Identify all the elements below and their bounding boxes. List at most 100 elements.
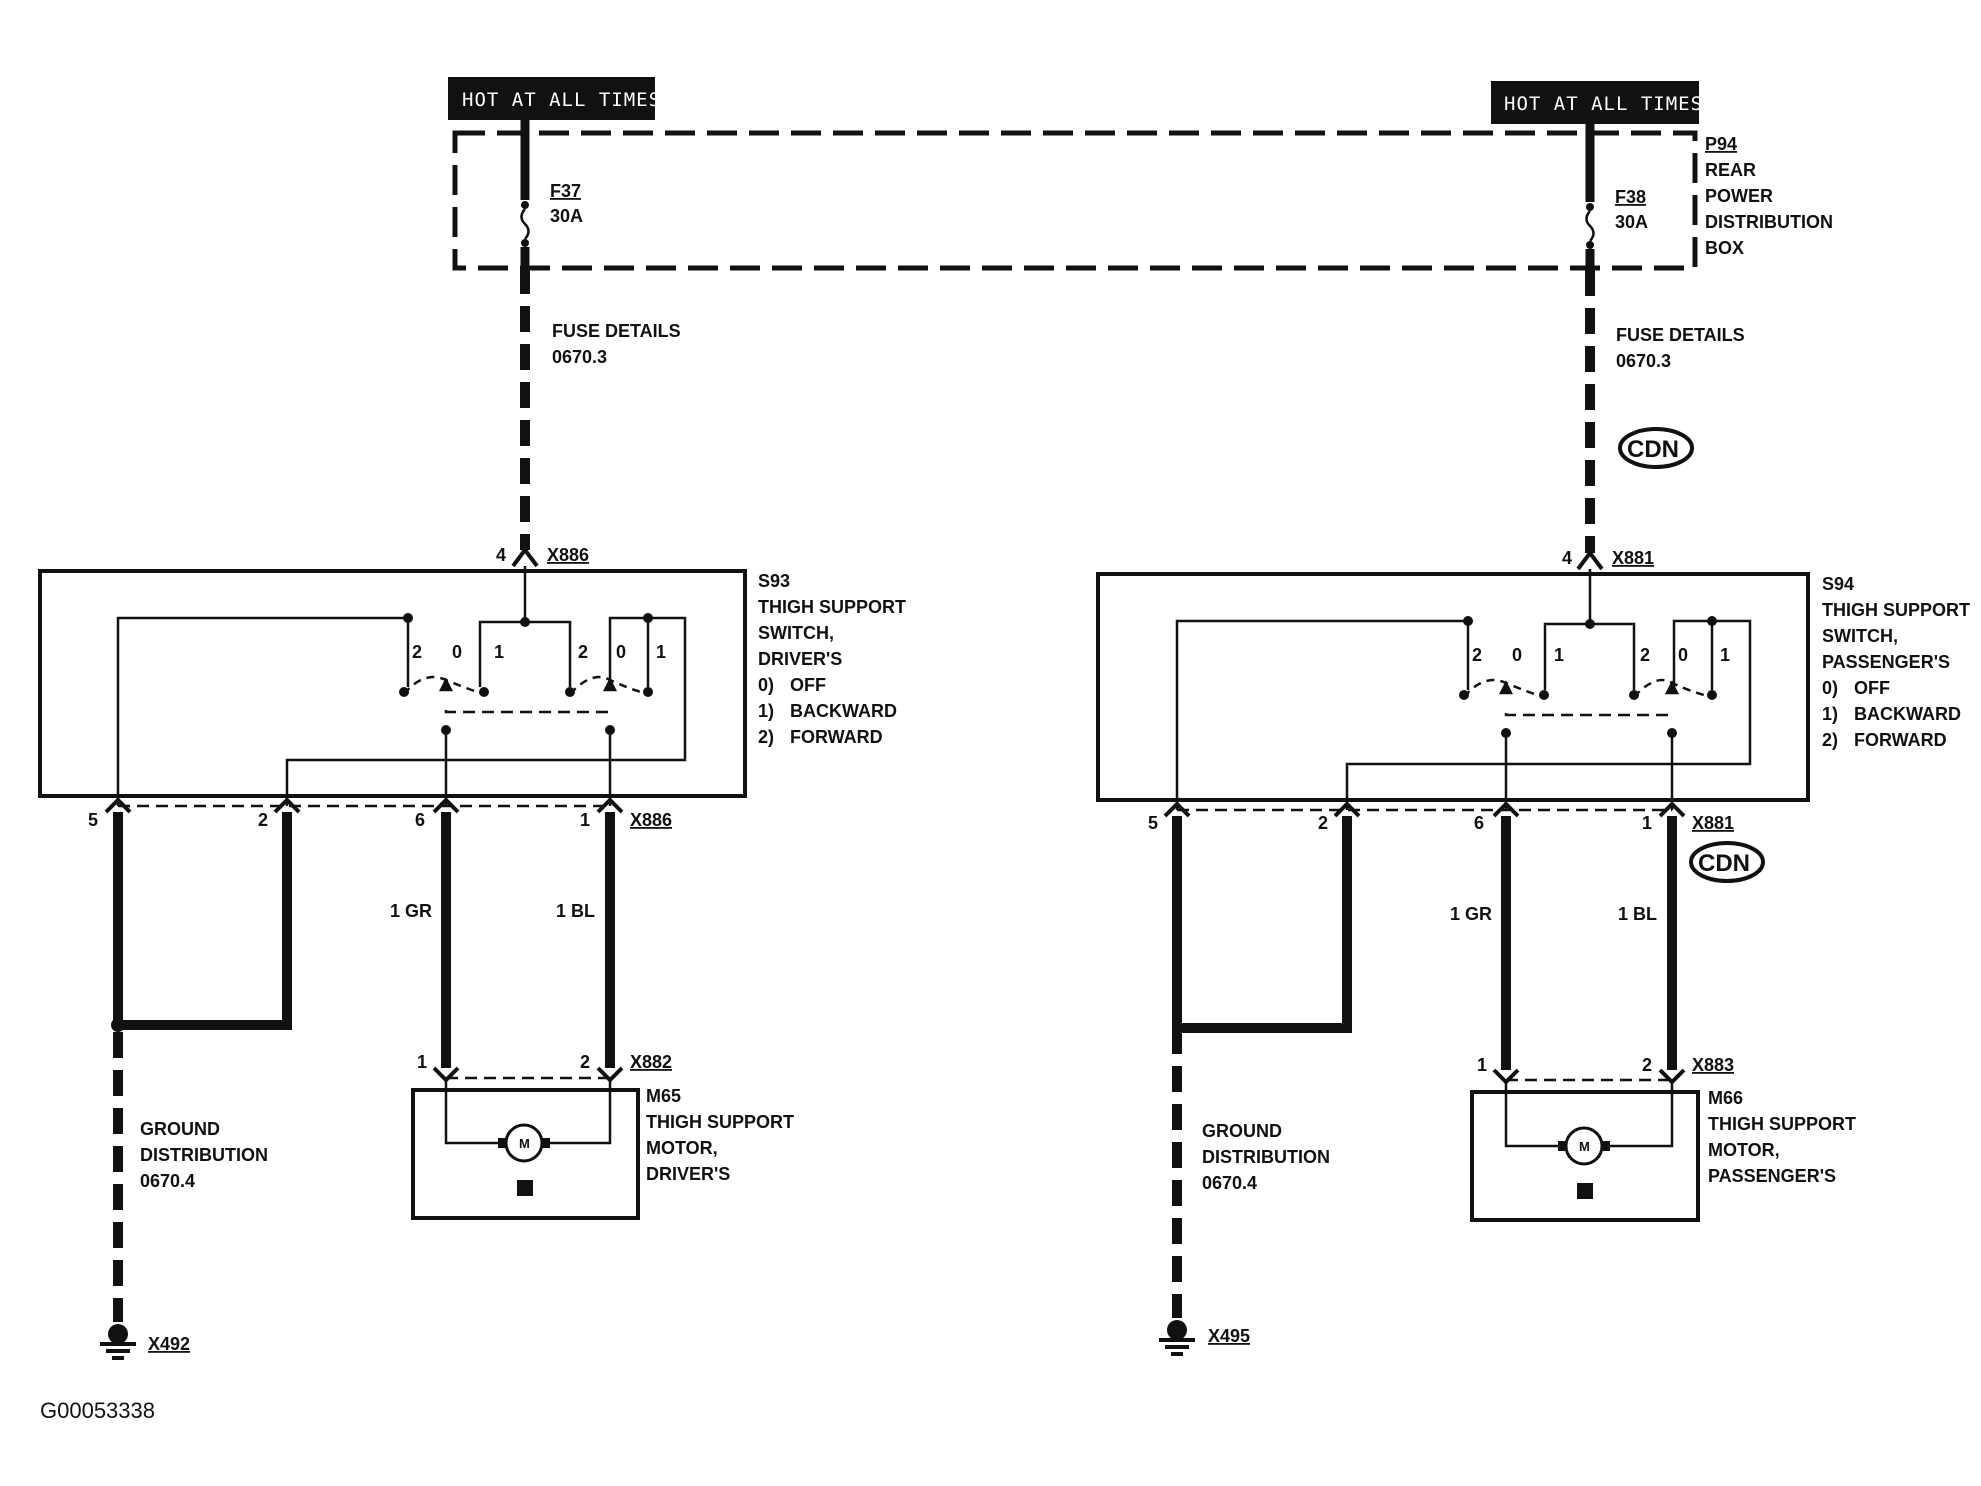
left-motor-desc-2: MOTOR, [646,1138,718,1158]
right-motor-symbol: M [1579,1139,1590,1154]
right-switch-pos-1-text: BACKWARD [1854,704,1961,724]
left-bottom-pin-5: 5 [88,810,98,830]
left-hot-banner-text: HOT AT ALL TIMES [462,89,661,111]
left-motor-box [411,1088,640,1220]
left-switch-top-connector-name: X886 [547,545,589,565]
left-fuse-name: F37 [550,181,581,201]
left-motor-desc-1: THIGH SUPPORT [646,1112,794,1132]
right-cdn-lower-text: CDN [1698,850,1750,877]
right-switch-top-connector-name: X881 [1612,548,1654,568]
left-ground-splice [111,1018,125,1032]
right-wire-bl: 1 BL [1618,904,1657,924]
left-bottom-pin-2: 2 [258,810,268,830]
right-switch-desc-2: SWITCH, [1822,626,1898,646]
left-switch-pos-2-text: FORWARD [790,727,883,747]
left-bottom-connector-name: X886 [630,810,672,830]
left-contact-label-6: 1 [656,642,666,662]
right-switch-pos-0-num: 0) [1822,678,1838,698]
left-switch-pos-1-text: BACKWARD [790,701,897,721]
document-id: G00053338 [40,1398,155,1423]
right-heavy-wires [1172,816,1677,1070]
right-bottom-pin-5: 5 [1148,813,1158,833]
right-motor-pin-1: 1 [1477,1055,1487,1075]
right-fuse-details-line1: FUSE DETAILS [1616,325,1745,345]
right-contact-label-1: 2 [1472,645,1482,665]
right-switch-pos-1-num: 1) [1822,704,1838,724]
left-motor-connector-name: X882 [630,1052,672,1072]
left-motor-icon: M [498,1123,550,1163]
right-contact-label-5: 0 [1678,645,1688,665]
left-switch-name: S93 [758,571,790,591]
left-ground-symbol [100,1324,136,1360]
left-hot-banner: HOT AT ALL TIMES [448,77,661,120]
right-hot-banner-text: HOT AT ALL TIMES [1504,93,1703,115]
right-contact-label-6: 1 [1720,645,1730,665]
right-motor-desc-1: THIGH SUPPORT [1708,1114,1856,1134]
right-switch-box [1096,572,1810,802]
left-wire-bl: 1 BL [556,901,595,921]
right-motor-connector-name: X883 [1692,1055,1734,1075]
right-cdn-upper-text: CDN [1627,436,1679,463]
right-bottom-pin-1: 1 [1642,813,1652,833]
right-hot-banner: HOT AT ALL TIMES [1491,81,1703,124]
right-motor-internal-wiring [1504,1082,1674,1148]
right-ground-symbol [1159,1320,1195,1356]
right-motor-pin-2: 2 [1642,1055,1652,1075]
left-contact-label-4: 2 [578,642,588,662]
right-seat-component-icon [1577,1183,1593,1199]
right-switch-top-pin: 4 [1562,548,1572,568]
left-motor-desc-3: DRIVER'S [646,1164,730,1184]
right-fuse-name: F38 [1615,187,1646,207]
left-switch-pos-0-num: 0) [758,675,774,695]
right-contact-label-4: 2 [1640,645,1650,665]
power-box-desc-2: POWER [1705,186,1773,206]
right-switch-pos-2-text: FORWARD [1854,730,1947,750]
power-box-desc-1: REAR [1705,160,1756,180]
power-box-name: P94 [1705,134,1737,154]
left-switch-desc-3: DRIVER'S [758,649,842,669]
left-switch-contacts [399,613,653,735]
left-motor-name: M65 [646,1086,681,1106]
right-fuse-details-line2: 0670.3 [1616,351,1671,371]
left-contact-label-3: 1 [494,642,504,662]
right-switch-top-connector [1576,549,1604,571]
right-ground-name: X495 [1208,1326,1250,1346]
right-motor-name: M66 [1708,1088,1743,1108]
left-switch-pos-1-num: 1) [758,701,774,721]
left-contact-label-2: 0 [452,642,462,662]
power-distribution-box-outline [452,130,1698,271]
left-motor-symbol: M [519,1136,530,1151]
left-motor-internal-wiring [444,1080,612,1145]
left-seat-component-icon [517,1180,533,1196]
right-contact-label-2: 0 [1512,645,1522,665]
left-fuse-symbol [520,201,530,247]
right-fuse-symbol [1585,203,1595,249]
right-ground-dist-line2: DISTRIBUTION [1202,1147,1330,1167]
power-box-desc-4: BOX [1705,238,1744,258]
left-switch-box [38,569,747,798]
right-fuse-rating: 30A [1615,212,1648,232]
left-motor-pin-1: 1 [417,1052,427,1072]
right-motor-box [1470,1090,1700,1222]
right-wire-gr: 1 GR [1450,904,1492,924]
left-contact-label-5: 0 [616,642,626,662]
left-switch-top-connector [511,546,539,568]
left-wire-gr: 1 GR [390,901,432,921]
right-switch-internal-wiring [1175,569,1752,810]
right-contact-label-3: 1 [1554,645,1564,665]
right-switch-pos-0-text: OFF [1854,678,1890,698]
right-bottom-connector-name: X881 [1692,813,1734,833]
right-bottom-pin-6: 6 [1474,813,1484,833]
right-cdn-upper-badge: CDN [1618,427,1694,469]
right-ground-dist-line1: GROUND [1202,1121,1282,1141]
left-motor-pin-2: 2 [580,1052,590,1072]
left-switch-desc-2: SWITCH, [758,623,834,643]
left-switch-top-pin: 4 [496,545,506,565]
left-ground-dist-line3: 0670.4 [140,1171,195,1191]
right-switch-desc-3: PASSENGER'S [1822,652,1950,672]
left-switch-desc-1: THIGH SUPPORT [758,597,906,617]
right-switch-pos-2-num: 2) [1822,730,1838,750]
left-fuse-details-line2: 0670.3 [552,347,607,367]
left-fuse-details-line1: FUSE DETAILS [552,321,681,341]
